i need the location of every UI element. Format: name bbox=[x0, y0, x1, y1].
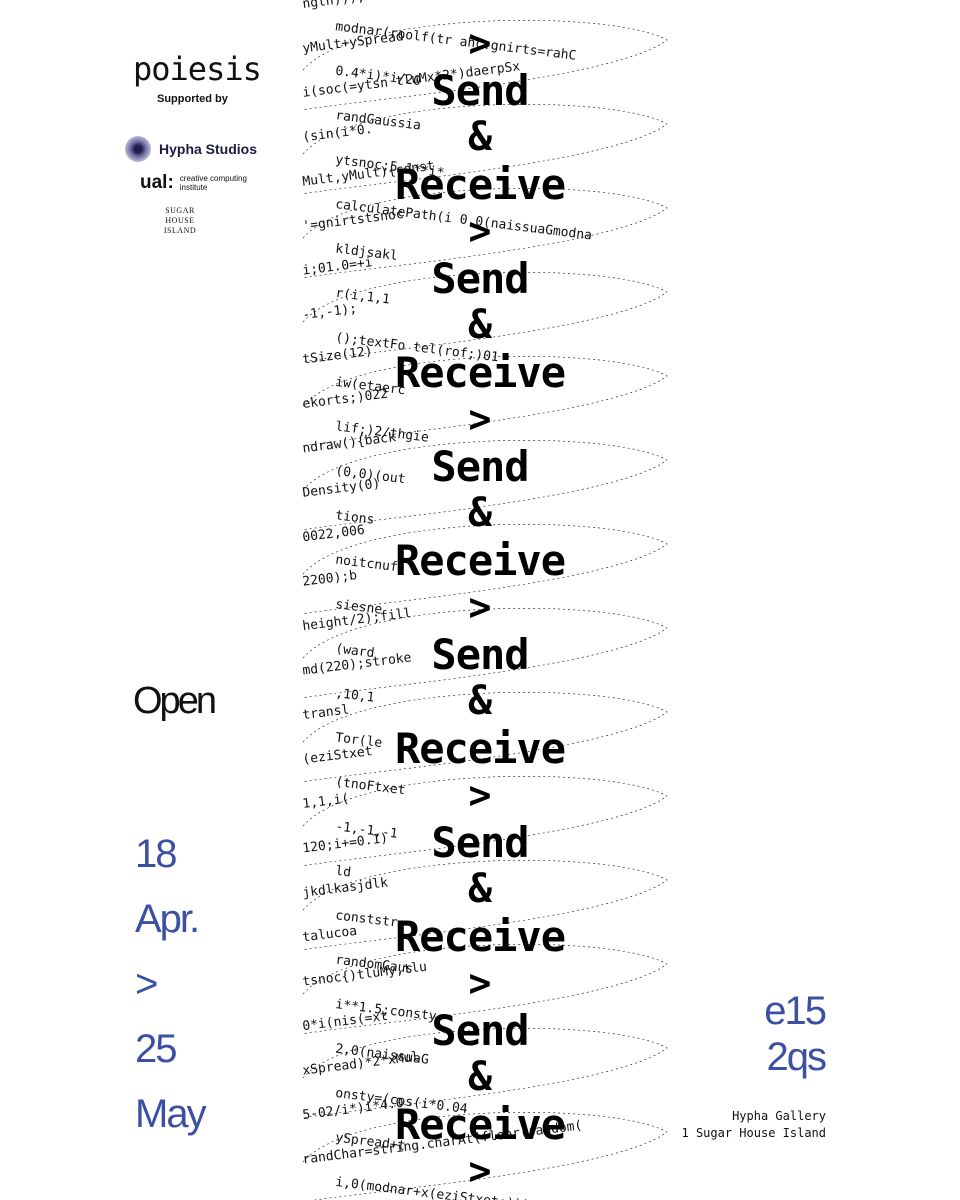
helix-curve bbox=[302, 1028, 668, 1119]
stack-word-arrow: > bbox=[468, 773, 492, 817]
stack-word-amp: & bbox=[467, 114, 493, 160]
helix-curve bbox=[302, 440, 668, 531]
hypha-studios-label: Hypha Studios bbox=[159, 141, 258, 157]
helix-fragment: r(i,1,1 bbox=[335, 286, 391, 308]
helix-fragment: talucoa bbox=[302, 924, 358, 946]
helix-fragment: (eziStxet bbox=[302, 744, 374, 767]
helix-curve bbox=[302, 860, 668, 951]
stack-word-receive: Receive bbox=[394, 1100, 566, 1149]
stack-word-receive: Receive bbox=[394, 348, 566, 397]
date-start-day: 18 bbox=[135, 832, 177, 876]
sponsor-hypha-studios: Hypha Studios bbox=[125, 136, 257, 162]
helix-fragment: Tor(le bbox=[335, 730, 384, 751]
left-column: poiesis Supported by Hypha Studios ual: … bbox=[0, 0, 300, 1200]
stack-word-send: Send bbox=[431, 1006, 529, 1055]
stack-word-amp: & bbox=[467, 490, 493, 536]
venue-name: Hypha Gallery bbox=[732, 1109, 826, 1123]
right-column: e15 2qs Hypha Gallery 1 Sugar House Isla… bbox=[660, 0, 960, 1200]
hypha-logo-icon bbox=[125, 136, 151, 162]
ual-institute-text: creative computing institute bbox=[180, 174, 247, 192]
date-separator: > bbox=[135, 962, 158, 1006]
stack-word-send: Send bbox=[431, 66, 529, 115]
date-range: 18 Apr. > 25 May bbox=[135, 822, 207, 1147]
stack-word-send: Send bbox=[431, 442, 529, 491]
stack-word-arrow: > bbox=[468, 961, 492, 1005]
helix-fragment: 0022,006 bbox=[302, 523, 366, 546]
stack-word-send: Send bbox=[431, 254, 529, 303]
helix-fragment: 1,1,i( bbox=[302, 791, 350, 812]
sugar-line-2: ISLAND bbox=[163, 226, 197, 235]
helix-fragment: 2200);b bbox=[302, 568, 358, 590]
location-code-line-2: 2qs bbox=[766, 1035, 827, 1079]
sponsor-sugar-house-island: SUGAR HOUSE ISLAND bbox=[150, 206, 210, 236]
helix-fragment: (sin(i*0. bbox=[302, 122, 374, 145]
stack-word-amp: & bbox=[467, 866, 493, 912]
date-start-month: Apr. bbox=[135, 897, 200, 941]
stack-word-arrow: > bbox=[468, 585, 492, 629]
helix-fragment: i;01.0=+i bbox=[302, 255, 374, 278]
stack-word-amp: & bbox=[467, 678, 493, 724]
helix-fragment: -1,-1); bbox=[302, 302, 358, 324]
stack-word-amp: & bbox=[467, 302, 493, 348]
sugar-line-1: SUGAR HOUSE bbox=[165, 206, 195, 225]
stack-word-arrow: > bbox=[468, 209, 492, 253]
helix-curve bbox=[302, 188, 668, 279]
helix-fragment: ,10,1 bbox=[335, 686, 376, 706]
helix-fragment: tSize(12) bbox=[302, 344, 374, 367]
helix-fragment: ld bbox=[335, 864, 352, 881]
brand-title: poiesis bbox=[133, 50, 262, 88]
helix-curve bbox=[302, 692, 668, 783]
venue-street: 1 Sugar House Island bbox=[681, 1126, 827, 1140]
send-receive-stack: >Send&Receive>Send&Receive>Send&Receive>… bbox=[380, 0, 580, 1200]
date-end-day: 25 bbox=[135, 1027, 177, 1071]
venue-address: Hypha Gallery 1 Sugar House Island bbox=[682, 1108, 827, 1142]
location-code-line-1: e15 bbox=[764, 989, 827, 1033]
helix-curve bbox=[302, 356, 668, 447]
stack-word-send: Send bbox=[431, 818, 529, 867]
ual-logo-mark: ual: bbox=[140, 172, 174, 193]
helix-curve bbox=[302, 524, 668, 615]
helix-fragment: (ward bbox=[335, 642, 376, 662]
stack-word-arrow: > bbox=[468, 21, 492, 65]
location-code: e15 2qs bbox=[764, 988, 827, 1080]
stack-word-receive: Receive bbox=[394, 724, 566, 773]
helix-fragment: transl bbox=[302, 702, 350, 723]
stack-word-amp: & bbox=[467, 1054, 493, 1100]
status-open: Open bbox=[133, 680, 217, 722]
stack-word-receive: Receive bbox=[394, 912, 566, 961]
helix-fragment: siesne bbox=[335, 597, 384, 618]
helix-curve bbox=[302, 944, 668, 1035]
helix-curve bbox=[302, 608, 668, 699]
sponsor-ual: ual: creative computing institute bbox=[140, 172, 247, 194]
helix-curve bbox=[302, 776, 668, 867]
stack-word-arrow: > bbox=[468, 1149, 492, 1193]
code-helix: ngth)));textSize(8+randommodnar(roolf(tr… bbox=[302, 0, 668, 1200]
ual-line-2: institute bbox=[179, 183, 208, 192]
ual-line-1: creative computing bbox=[179, 174, 247, 183]
stack-word-arrow: > bbox=[468, 397, 492, 441]
supported-by-label: Supported by bbox=[157, 93, 228, 105]
helix-fragment: tions bbox=[335, 508, 376, 528]
helix-curve bbox=[302, 1112, 668, 1200]
helix-fragment: Density(0) bbox=[302, 476, 382, 500]
helix-curve bbox=[302, 272, 668, 363]
stack-word-receive: Receive bbox=[394, 160, 566, 209]
helix-curve bbox=[302, 20, 668, 111]
date-end-month: May bbox=[135, 1092, 207, 1136]
stack-word-receive: Receive bbox=[394, 536, 566, 585]
helix-curve bbox=[302, 104, 668, 195]
stack-word-send: Send bbox=[431, 630, 529, 679]
